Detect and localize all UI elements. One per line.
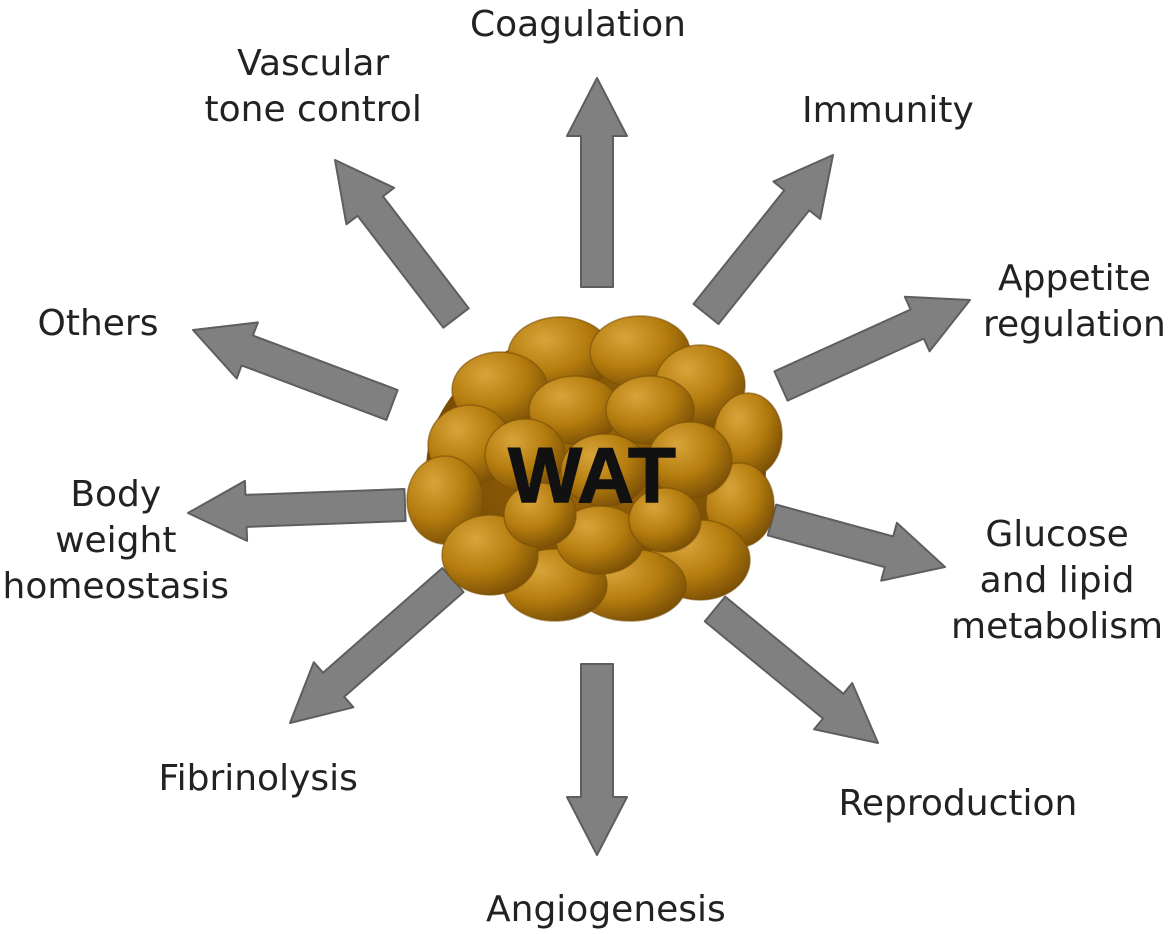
label-angiogenesis-line: Angiogenesis — [486, 887, 726, 933]
label-reproduction-line: Reproduction — [839, 781, 1078, 827]
arrow-vascular — [335, 160, 469, 328]
label-coagulation-line: Coagulation — [470, 2, 686, 48]
label-fibrinolysis: Fibrinolysis — [159, 756, 358, 802]
label-immunity: Immunity — [802, 88, 974, 134]
label-vascular-line: tone control — [205, 87, 422, 133]
label-coagulation: Coagulation — [470, 2, 686, 48]
label-fibrinolysis-line: Fibrinolysis — [159, 756, 358, 802]
label-vascular-line: Vascular — [205, 41, 422, 87]
label-bodyweight-line: homeostasis — [3, 564, 230, 610]
label-appetite-line: regulation — [983, 302, 1166, 348]
arrow-glucose — [768, 505, 945, 581]
label-others-line: Others — [38, 301, 159, 347]
arrow-reproduction — [705, 597, 878, 743]
label-reproduction: Reproduction — [839, 781, 1078, 827]
label-angiogenesis: Angiogenesis — [486, 887, 726, 933]
arrow-fibrinolysis — [290, 568, 464, 723]
label-glucose-line: metabolism — [951, 604, 1163, 650]
label-immunity-line: Immunity — [802, 88, 974, 134]
label-appetite-line: Appetite — [983, 256, 1166, 302]
arrow-appetite — [774, 297, 970, 401]
label-bodyweight-line: Body — [3, 472, 230, 518]
arrow-angiogenesis — [567, 664, 627, 855]
label-glucose-line: Glucose — [951, 512, 1163, 558]
arrow-others — [193, 322, 398, 420]
arrow-immunity — [694, 155, 834, 324]
label-others: Others — [38, 301, 159, 347]
label-glucose-line: and lipid — [951, 558, 1163, 604]
label-bodyweight-line: weight — [3, 518, 230, 564]
wat-label: WAT — [508, 431, 676, 519]
arrow-coagulation — [567, 78, 627, 287]
